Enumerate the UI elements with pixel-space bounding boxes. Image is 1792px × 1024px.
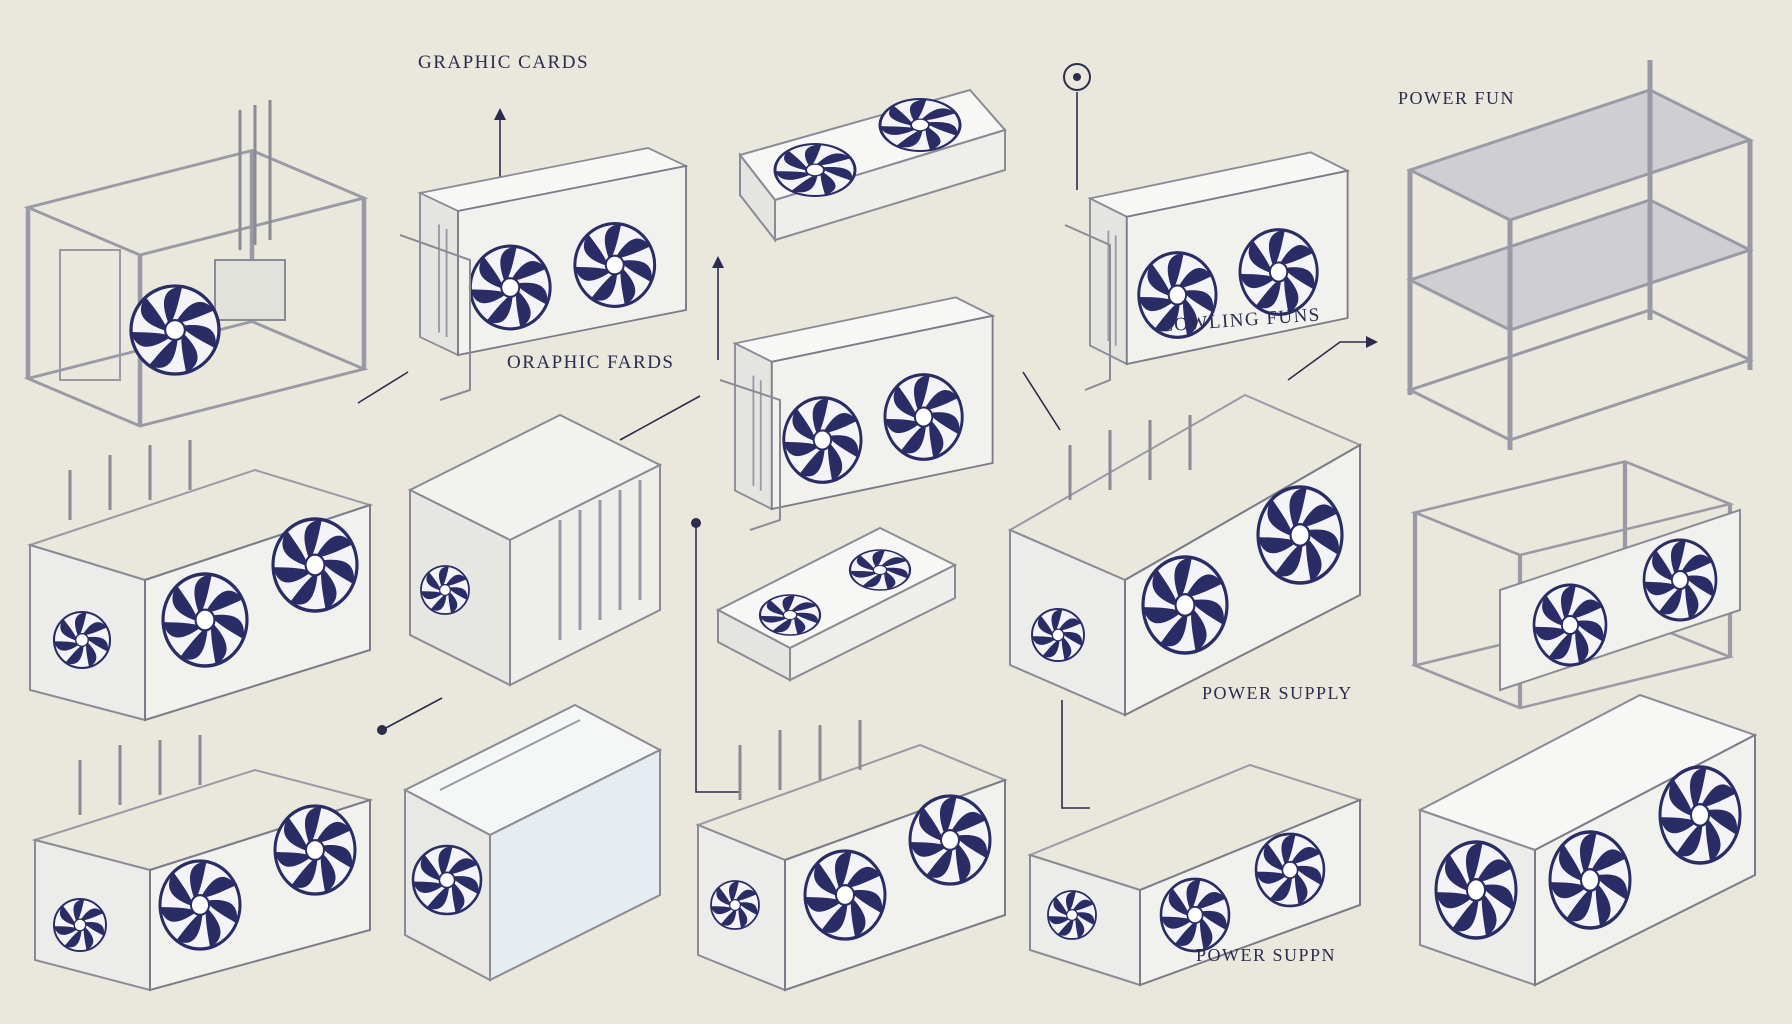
graphics-card-flat — [738, 88, 1007, 243]
graphics-card-center — [719, 297, 993, 531]
callout-circle-icon — [1063, 63, 1091, 91]
label-power-supply: POWER SUPPLY — [1202, 683, 1353, 703]
graphics-card-right — [1064, 152, 1348, 391]
label-graphic-cards-top: GRAPHIC CARDS — [418, 52, 590, 73]
label-power-fun: POWER FUN — [1398, 88, 1516, 108]
gpu-rig-center-bottom — [695, 720, 1008, 992]
gpu-rig-left — [26, 440, 374, 722]
label-power-supply-2: POWER SUPPN — [1196, 945, 1337, 965]
label-graphic-cards-mid: ORAPHIC FARDS — [507, 352, 675, 373]
mining-rack-shelf — [1406, 60, 1754, 450]
gpu-rig-left-bottom — [31, 735, 374, 992]
power-supply-box — [402, 703, 663, 982]
open-pc-case — [28, 100, 364, 426]
gpu-rig-right — [1007, 393, 1363, 717]
motherboard-block — [407, 413, 663, 687]
gpu-rig-right-bottom — [1027, 763, 1363, 987]
graphics-card-small — [715, 526, 958, 682]
graphics-card — [399, 148, 686, 401]
gpu-rig-frame-right — [1415, 462, 1741, 709]
triple-fan-unit — [1417, 693, 1758, 987]
